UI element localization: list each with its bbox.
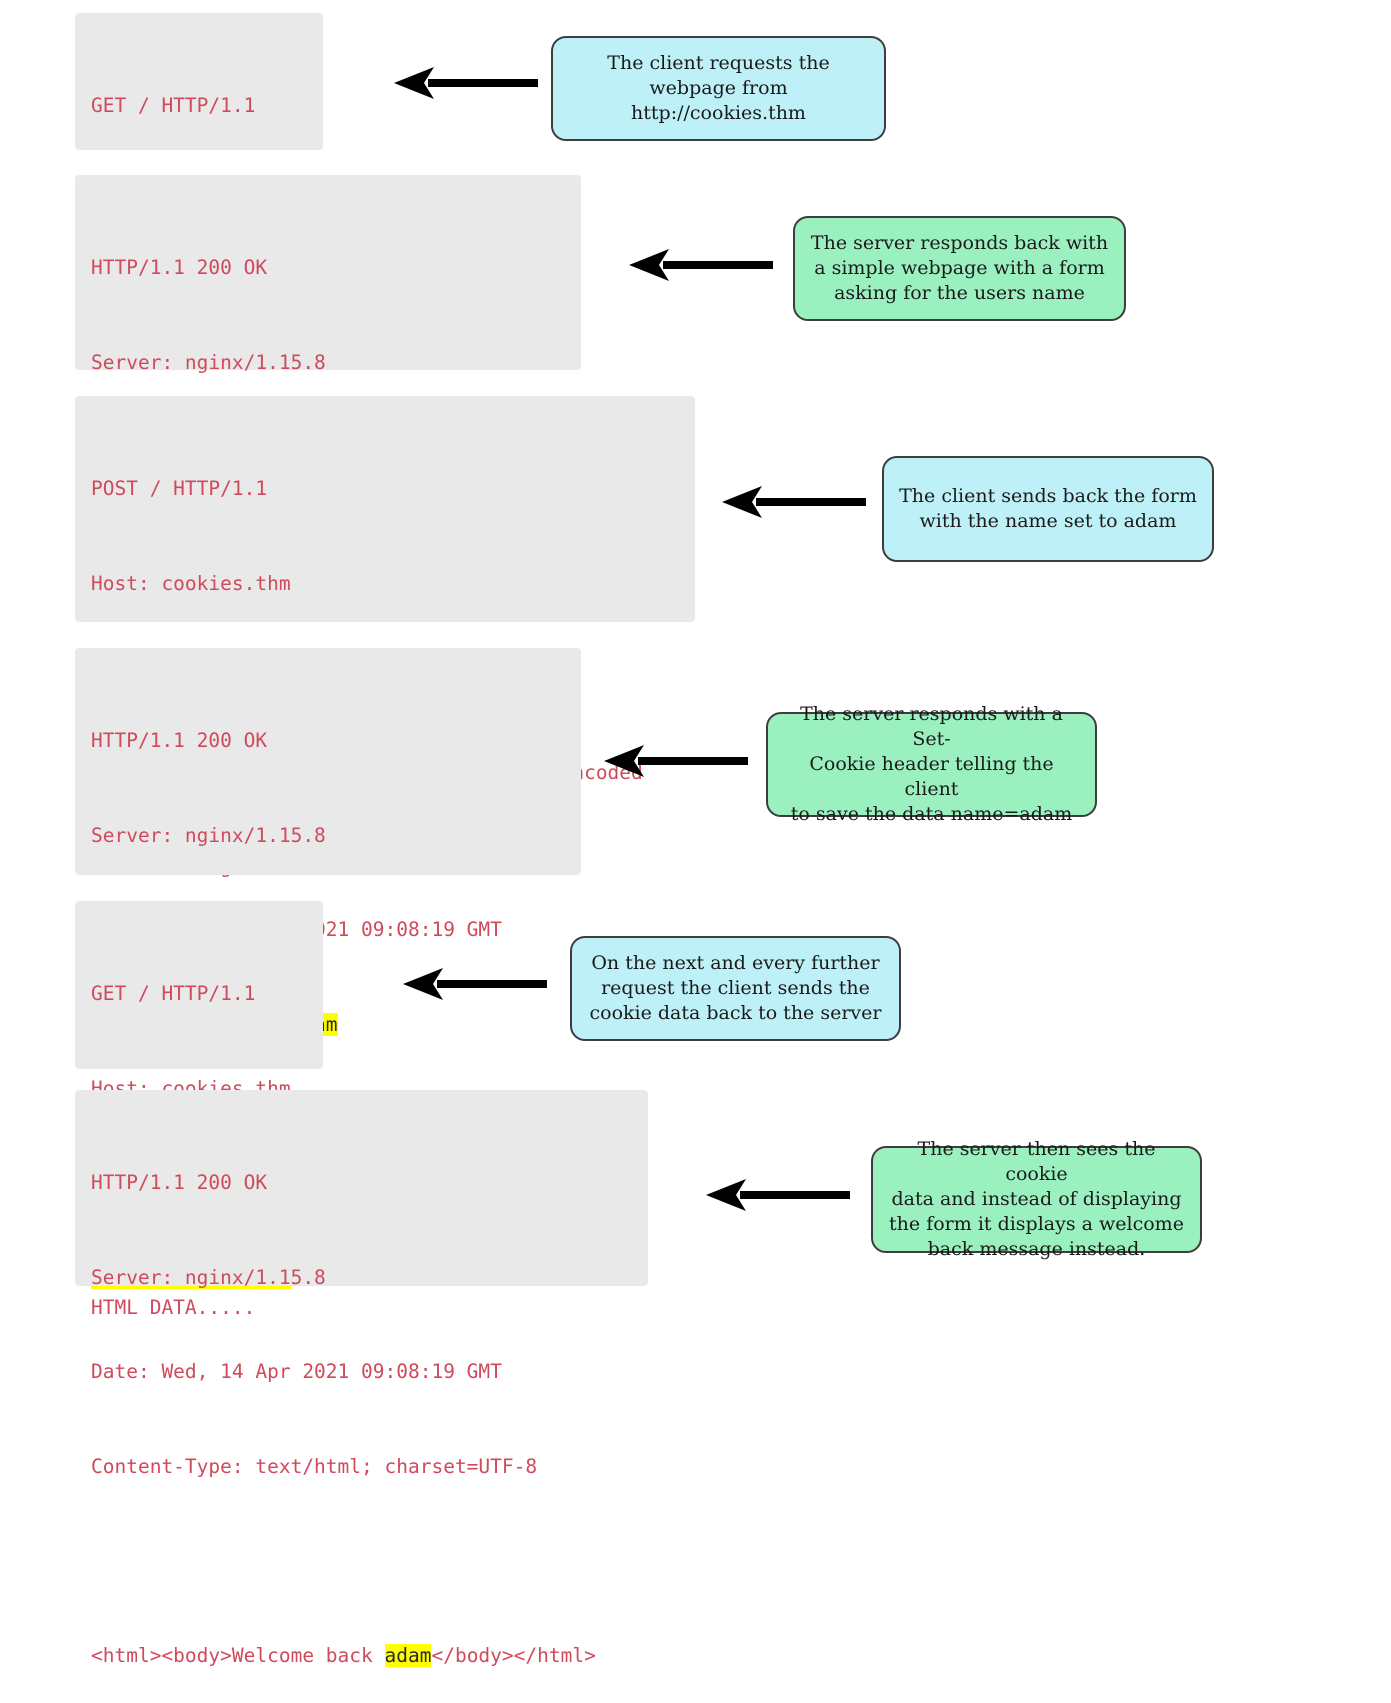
callout-bubble-1: The client requests the webpage from htt…: [551, 36, 886, 141]
code-line: GET / HTTP/1.1: [91, 982, 256, 1005]
arrow-left-6: [700, 1178, 852, 1212]
welcome-prefix: <html><body>Welcome back: [91, 1643, 385, 1667]
http-message-block-5: GET / HTTP/1.1 Host: cookies.thm User-Ag…: [75, 901, 323, 1289]
bubble-text: The server responds with a Set- Cookie h…: [790, 703, 1073, 825]
code-line: POST / HTTP/1.1: [91, 477, 268, 500]
code-line: HTTP/1.1 200 OK: [91, 729, 268, 752]
code-line-blank: [91, 1545, 632, 1577]
http-message-block-1: GET / HTTP/1.1 Host: cookies.thm User-Ag…: [75, 13, 323, 306]
code-line: HTTP/1.1 200 OK: [91, 256, 268, 279]
http-message-block-2: HTTP/1.1 200 OK Server: nginx/1.15.8 Dat…: [75, 175, 581, 752]
bubble-text: On the next and every further request th…: [589, 952, 882, 1024]
code-line: GET / HTTP/1.1: [91, 94, 256, 117]
code-line: HTTP/1.1 200 OK: [91, 1171, 268, 1194]
code-line: Date: Wed, 14 Apr 2021 09:08:19 GMT: [91, 1360, 502, 1383]
code-line: Content-Type: text/html; charset=UTF-8: [91, 1454, 538, 1478]
welcome-suffix: </body></html>: [431, 1643, 596, 1667]
code-line: Server: nginx/1.15.8: [91, 350, 326, 374]
callout-bubble-2: The server responds back with a simple w…: [793, 216, 1126, 321]
bubble-text: The server responds back with a simple w…: [810, 232, 1109, 304]
arrow-left-2: [623, 248, 775, 282]
code-line: Host: cookies.thm: [91, 571, 291, 595]
bubble-text: The client requests the webpage from htt…: [607, 52, 830, 124]
arrow-left-4: [598, 744, 750, 778]
bubble-text: The server then sees the cookie data and…: [889, 1138, 1184, 1260]
http-message-block-4: HTTP/1.1 200 OK Server: nginx/1.15.8 Dat…: [75, 648, 581, 1319]
bubble-text: The client sends back the form with the …: [899, 485, 1197, 532]
http-message-block-3: POST / HTTP/1.1 Host: cookies.thm User-A…: [75, 396, 695, 1067]
code-line: Server: nginx/1.15.8: [91, 823, 326, 847]
highlighted-text: adam: [384, 1643, 432, 1667]
callout-bubble-6: The server then sees the cookie data and…: [871, 1138, 1202, 1260]
code-line: Server: nginx/1.15.8: [91, 1265, 326, 1289]
code-line-welcome: <html><body>Welcome back adam</body></ht…: [91, 1640, 632, 1672]
arrow-left-5: [397, 967, 549, 1001]
callout-bubble-5: On the next and every further request th…: [570, 936, 901, 1041]
callout-bubble-3: The client sends back the form with the …: [882, 456, 1214, 562]
arrow-left-3: [716, 485, 868, 519]
arrow-left-1: [388, 66, 540, 100]
http-message-block-6: HTTP/1.1 200 OK Server: nginx/1.15.8 Dat…: [75, 1090, 648, 1667]
callout-bubble-4: The server responds with a Set- Cookie h…: [766, 703, 1097, 825]
